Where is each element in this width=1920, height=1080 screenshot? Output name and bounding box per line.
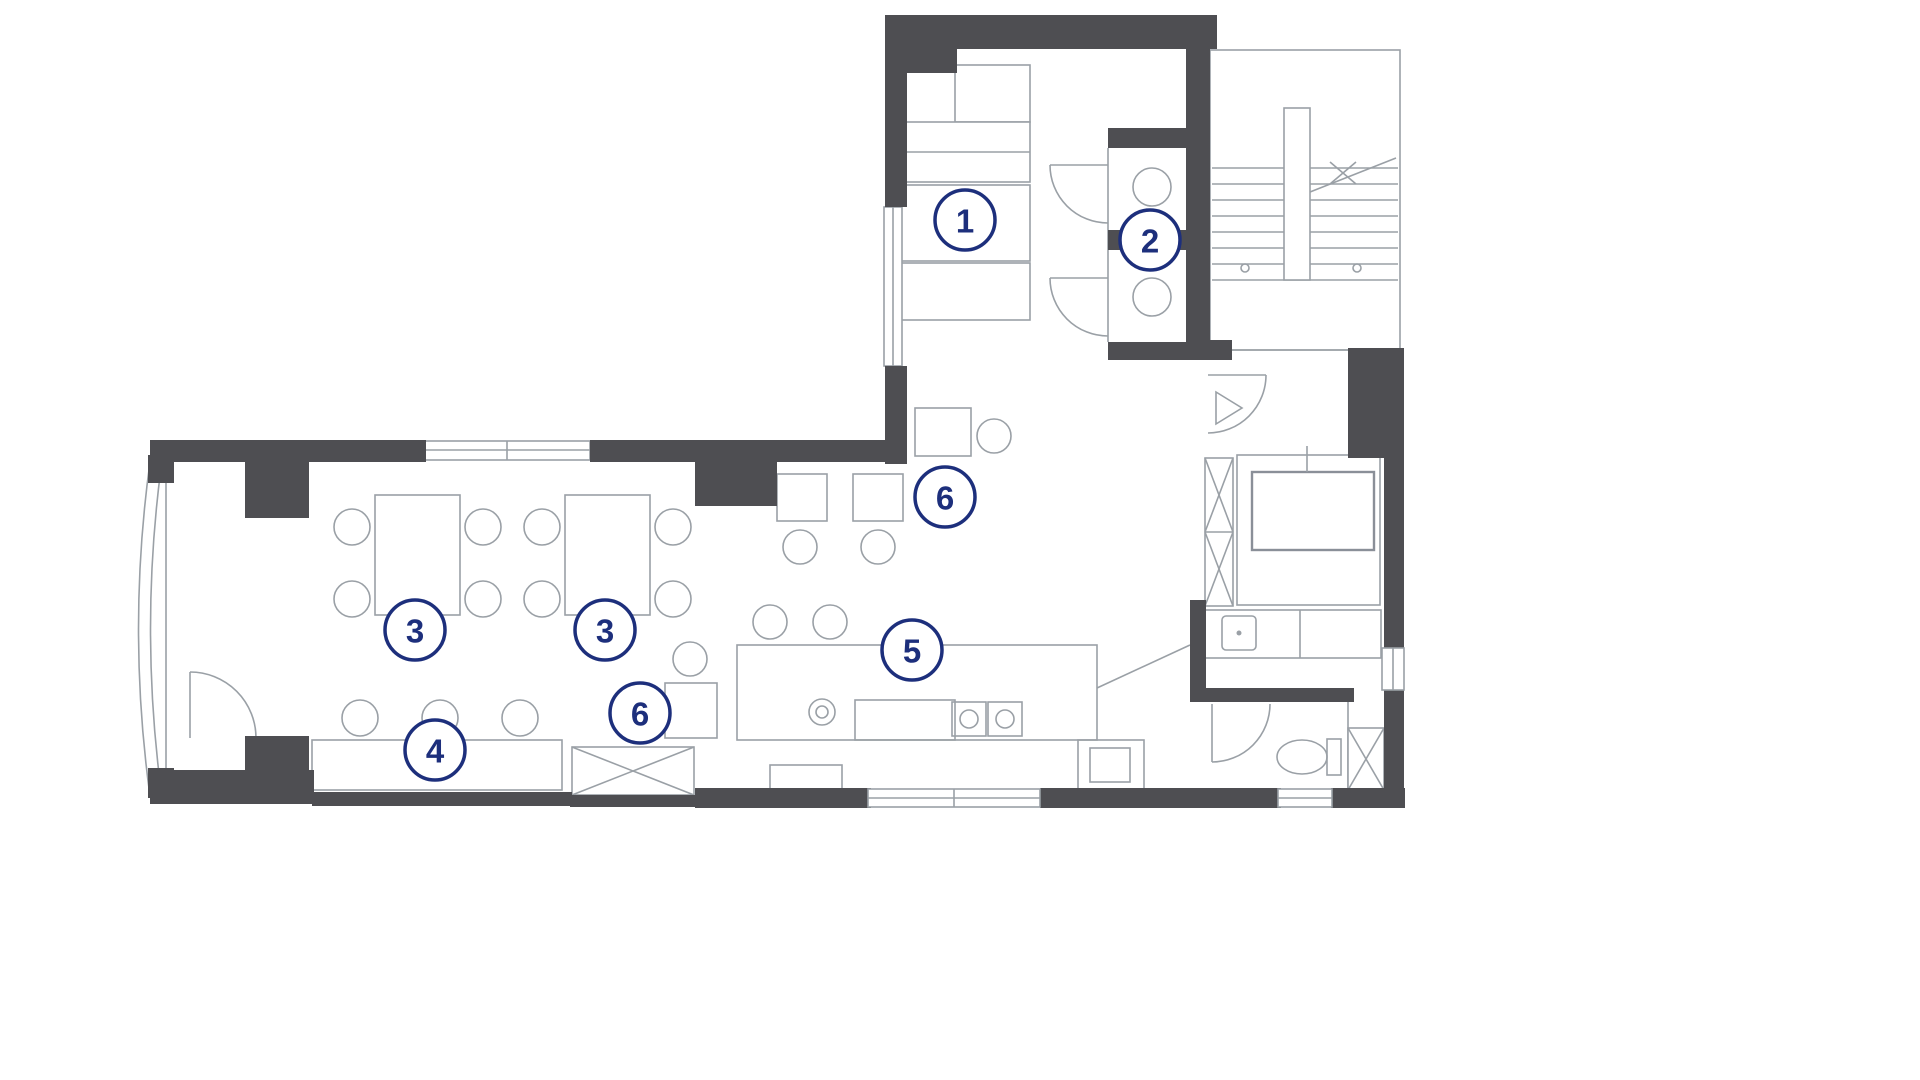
chair	[501, 699, 539, 737]
room-marker-zone-4: 4	[403, 718, 467, 782]
toilet-rooms	[1049, 148, 1172, 342]
bar-equipment	[854, 699, 956, 741]
room-marker-circle	[880, 618, 944, 682]
chair	[333, 508, 371, 546]
entrance-door-arc	[189, 671, 257, 739]
stair-rail	[1283, 107, 1311, 281]
toilet-tank	[1326, 738, 1342, 776]
room-marker-circle	[933, 188, 997, 252]
small-tables-upper	[776, 407, 1012, 565]
zone-markers: 1 2 3 3 4 5 6 6	[383, 188, 1182, 782]
dining-table-a	[333, 494, 502, 618]
stairwell	[1205, 49, 1401, 351]
room-marker-zone-1: 1	[933, 188, 997, 252]
window-top-wing	[883, 206, 903, 367]
washbasin	[1132, 167, 1172, 207]
room-marker-zone-2: 2	[1118, 208, 1182, 272]
door-swing-triangle	[1215, 390, 1244, 426]
room-marker-label: 6	[631, 696, 649, 733]
chair	[523, 580, 561, 618]
room-marker-label: 5	[903, 633, 921, 670]
room-marker-label: 2	[1141, 223, 1159, 260]
bar-sink-bowl	[987, 701, 1023, 737]
chair	[523, 508, 561, 546]
small-table	[914, 407, 972, 457]
room-marker-zone-5: 5	[880, 618, 944, 682]
right-counter	[1204, 609, 1382, 659]
chair	[341, 699, 379, 737]
duct-shaft	[1347, 727, 1385, 791]
bar-sink	[808, 698, 836, 726]
room-marker-label: 1	[956, 203, 974, 240]
table	[374, 494, 461, 616]
void-shaft-bottom	[571, 746, 695, 796]
fridge	[954, 64, 1031, 123]
toilet-door-arc	[1049, 277, 1109, 337]
room-marker-label: 3	[596, 613, 614, 650]
chair	[782, 529, 818, 565]
chair	[654, 580, 692, 618]
toilet-bowl	[1276, 739, 1328, 775]
chair	[976, 418, 1012, 454]
windows-bottom	[867, 647, 1405, 808]
chair	[860, 529, 896, 565]
table	[564, 494, 651, 616]
lobby-door-arc	[1207, 374, 1267, 434]
small-table	[852, 473, 904, 522]
room-marker-label: 3	[406, 613, 424, 650]
bar-stools	[752, 604, 848, 640]
chair	[672, 641, 708, 677]
dining-table-b	[523, 494, 692, 618]
room-marker-circle	[573, 598, 637, 662]
room-marker-circle	[1118, 208, 1182, 272]
room-marker-zone-6b: 6	[608, 681, 672, 745]
room-marker-circle	[608, 681, 672, 745]
room-marker-circle	[403, 718, 467, 782]
bay-window	[137, 461, 167, 797]
stair-direction-line	[1309, 157, 1397, 193]
elevator-shaft	[1204, 457, 1234, 607]
chair	[464, 580, 502, 618]
bar-sink-bowl	[951, 701, 987, 737]
room-marker-label: 6	[936, 480, 954, 517]
chair	[464, 508, 502, 546]
room-marker-zone-3b: 3	[573, 598, 637, 662]
sink	[1221, 615, 1257, 651]
chair	[654, 508, 692, 546]
window-dining-top	[424, 440, 591, 461]
bathroom	[1211, 700, 1349, 790]
chair	[333, 580, 371, 618]
bathroom-door-arc	[1211, 703, 1271, 763]
toilet-door-arc	[1049, 164, 1109, 224]
washbasin	[1132, 277, 1172, 317]
room-marker-zone-3a: 3	[383, 598, 447, 662]
room-marker-circle	[913, 465, 977, 529]
bar-back-equipment	[769, 764, 843, 792]
elevator-cab	[1250, 470, 1376, 552]
small-table	[776, 473, 828, 522]
room-marker-circle	[383, 598, 447, 662]
room-marker-label: 4	[426, 733, 445, 770]
bar-counter	[736, 644, 1191, 792]
small-table-lower	[664, 641, 718, 739]
small-table	[664, 682, 718, 739]
elevator-room	[1236, 446, 1381, 606]
room-marker-zone-6a: 6	[913, 465, 977, 529]
